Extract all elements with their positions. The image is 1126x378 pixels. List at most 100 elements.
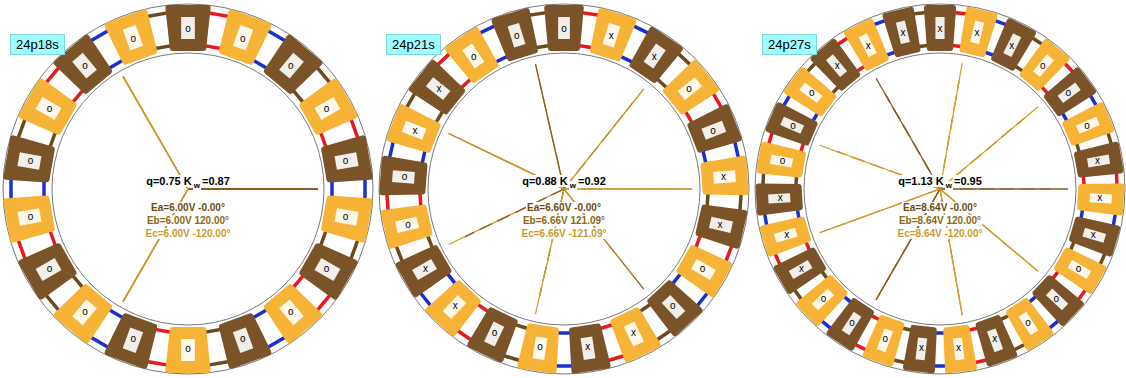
slot-opening bbox=[181, 339, 195, 361]
polarity-mark: o bbox=[82, 307, 88, 317]
emf-row: Eb=6.66V 121.09° bbox=[464, 214, 664, 227]
phasor-line bbox=[123, 76, 188, 189]
tooth-body bbox=[1056, 248, 1104, 291]
polarity-text: o bbox=[130, 333, 136, 344]
polarity-text: x bbox=[784, 229, 789, 240]
tooth-body bbox=[590, 11, 634, 59]
tooth bbox=[769, 105, 816, 145]
phasor-line bbox=[188, 188, 318, 189]
polarity-text: x bbox=[652, 51, 657, 62]
tooth-body bbox=[847, 21, 888, 68]
factor-text: =0.92 bbox=[577, 175, 607, 187]
tooth bbox=[1080, 184, 1121, 212]
polarity-text: x bbox=[866, 40, 871, 51]
slot-opening bbox=[842, 312, 862, 335]
tooth bbox=[568, 326, 607, 371]
stator-outline bbox=[755, 4, 1125, 374]
tooth bbox=[759, 184, 800, 212]
slot-opening bbox=[335, 152, 359, 169]
polarity-mark: o bbox=[343, 156, 349, 166]
polarity-mark: o bbox=[240, 334, 246, 344]
polarity-text: o bbox=[710, 125, 716, 136]
stator-slots bbox=[6, 8, 369, 370]
polarity-text: x bbox=[835, 60, 840, 71]
phasor-line bbox=[188, 188, 318, 189]
polarity-text: o bbox=[324, 263, 330, 274]
polarity-text: o bbox=[780, 155, 786, 166]
polarity-text: o bbox=[1066, 87, 1072, 98]
slot-opening bbox=[17, 208, 41, 225]
tooth bbox=[590, 11, 634, 59]
polarity-mark: x bbox=[784, 230, 789, 240]
polarity-text: o bbox=[343, 211, 349, 222]
polarity-text: x bbox=[956, 342, 961, 353]
tooth bbox=[960, 10, 995, 55]
slot-opening bbox=[1089, 193, 1111, 203]
polarity-mark: o bbox=[288, 61, 294, 71]
slot-opening bbox=[691, 259, 716, 280]
tooth-body bbox=[547, 8, 581, 48]
polarity-text: o bbox=[809, 87, 815, 98]
slot-opening bbox=[701, 121, 726, 140]
slot-opening bbox=[1087, 155, 1110, 168]
emf-value: Ea=6.60V -0.00° bbox=[526, 202, 602, 213]
tooth bbox=[799, 276, 846, 322]
slot-opening bbox=[123, 328, 143, 353]
tooth bbox=[323, 138, 369, 184]
slot-opening bbox=[780, 117, 804, 134]
slot-opening bbox=[1082, 228, 1106, 243]
slot-opening bbox=[826, 54, 847, 77]
slot-opening bbox=[603, 23, 621, 47]
emf-row: Ec=6.00V -120.00° bbox=[88, 227, 288, 240]
tooth bbox=[399, 245, 450, 294]
slot-opening bbox=[1076, 117, 1100, 134]
emf-value: Ec=6.00V -120.00° bbox=[145, 228, 232, 239]
slot-opening bbox=[533, 336, 548, 360]
polarity-text: x bbox=[938, 23, 943, 34]
tooth bbox=[703, 159, 745, 195]
tooth bbox=[689, 107, 739, 153]
slot-opening bbox=[123, 25, 143, 50]
slot-opening bbox=[624, 322, 644, 347]
polarity-text: o bbox=[185, 343, 191, 354]
polarity-mark: x bbox=[652, 52, 657, 62]
slot-opening bbox=[72, 299, 97, 325]
slot-opening bbox=[768, 193, 790, 203]
polarity-text: o bbox=[686, 83, 692, 94]
tooth bbox=[495, 11, 539, 59]
tooth bbox=[1045, 70, 1093, 115]
polarity-mark: o bbox=[780, 156, 786, 166]
subscript: w bbox=[569, 181, 577, 190]
tooth-body bbox=[218, 315, 268, 366]
polarity-text: x bbox=[585, 341, 590, 352]
winding-label: 24p27s bbox=[762, 34, 817, 55]
winding-name: 24p27s bbox=[768, 37, 811, 52]
tooth-body bbox=[323, 138, 369, 184]
slot-opening bbox=[770, 155, 793, 168]
polarity-text: o bbox=[537, 341, 543, 352]
polarity-text: o bbox=[343, 155, 349, 166]
polarity-text: o bbox=[471, 51, 477, 62]
tooth bbox=[763, 217, 809, 253]
polarity-mark: x bbox=[1097, 193, 1102, 203]
polarity-text: o bbox=[28, 211, 34, 222]
polarity-text: o bbox=[47, 263, 53, 274]
tooth bbox=[1007, 300, 1051, 348]
tooth-body bbox=[108, 12, 158, 63]
tooth bbox=[547, 8, 581, 48]
polarity-mark: x bbox=[423, 264, 428, 274]
tooth bbox=[470, 309, 518, 360]
polarity-mark: o bbox=[1084, 121, 1090, 131]
polarity-text: o bbox=[405, 219, 411, 230]
tooth-body bbox=[168, 330, 207, 370]
tooth-body bbox=[1045, 70, 1093, 115]
tooth bbox=[389, 107, 439, 153]
polarity-text: o bbox=[288, 306, 294, 317]
emf-row: Ec=8.64V -120.00° bbox=[840, 227, 1040, 240]
factor-text: q=1.13 K bbox=[897, 175, 945, 187]
polarity-mark: o bbox=[28, 212, 34, 222]
polarity-text: o bbox=[240, 33, 246, 44]
polarity-text: x bbox=[436, 83, 441, 94]
tooth-body bbox=[495, 11, 539, 59]
polarity-mark: x bbox=[799, 264, 804, 274]
